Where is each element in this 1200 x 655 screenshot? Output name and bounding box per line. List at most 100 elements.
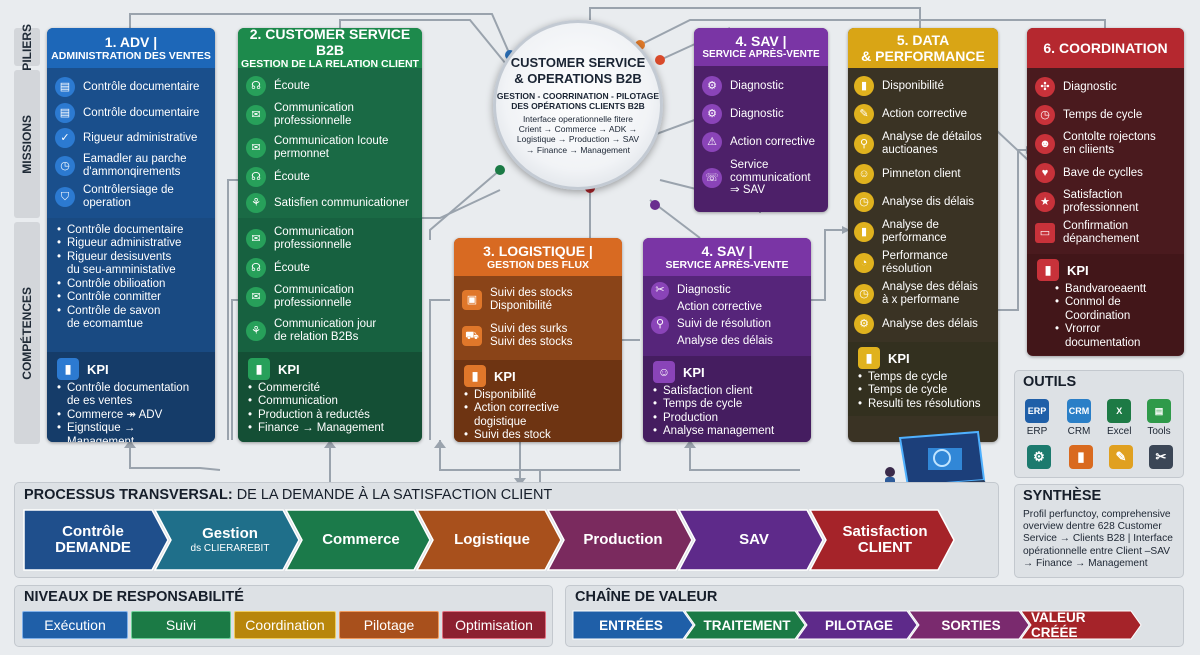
- process-step: SAV: [695, 510, 813, 570]
- excel-icon: X: [1107, 399, 1132, 423]
- items-section: ▮Disponibilité ✎Action corrective ⚲Analy…: [848, 68, 998, 342]
- phone-icon: ☏: [702, 168, 722, 188]
- clock-icon: ◷: [1035, 105, 1055, 125]
- competence-item: •Contrôle de savon de ecomamtue: [57, 304, 161, 331]
- coordination-item: ✣Diagnostic: [1035, 73, 1176, 101]
- mission-item: ☊Écoute: [246, 74, 414, 98]
- heart-icon: ♥: [1035, 163, 1055, 183]
- tool-extra[interactable]: ✂: [1149, 445, 1173, 469]
- kpi-section: ☺KPI •Satisfaction client •Temps de cycl…: [643, 356, 811, 442]
- kpi-item: •Commercité: [248, 382, 320, 394]
- data-item: ⚙Analyse des délais: [854, 310, 992, 338]
- column-sav: 4. SAV | SERVICE APRÈS-VENTE ✂Diagnostic…: [643, 238, 811, 442]
- gear-icon: ⚙: [1027, 445, 1051, 469]
- data-item: ☺Pimneton client: [854, 160, 992, 188]
- column-subtitle: SERVICE APRÈS-VENTE: [702, 49, 820, 61]
- process-step: Commerce: [302, 510, 420, 570]
- handshake-icon: ⚘: [246, 193, 266, 213]
- column-header: 3. LOGISTIQUE | GESTION DES FLUX: [454, 238, 622, 276]
- center-hub: CUSTOMER SERVICE & OPERATIONS B2B GESTIO…: [493, 20, 663, 190]
- value-chain-step: TRAITEMENT: [703, 617, 791, 633]
- headset-icon: ☊: [246, 258, 266, 278]
- process-title: PROCESSUS TRANSVERSAL: DE LA DEMANDE À L…: [24, 487, 553, 503]
- value-chain-shape: [572, 610, 694, 640]
- coordination-item: ♥Bave de cyclles: [1035, 159, 1176, 187]
- items-section: ▣Suivi des stocks Disponibilité ⛟Suivi d…: [454, 276, 622, 360]
- level-coordination: Coordination: [234, 611, 336, 639]
- kpi-item: •Action corrective dogistique: [464, 402, 560, 428]
- gear-icon: ⚙: [702, 104, 722, 124]
- search-icon: ⚲: [854, 134, 874, 154]
- star-icon: ★: [1035, 192, 1055, 212]
- kpi-item: •Temps de cycle: [858, 371, 948, 383]
- data-item: ◷Analyse dis délais: [854, 188, 992, 216]
- level-suivi: Suivi: [131, 611, 231, 639]
- side-label-missions: MISSIONS: [14, 70, 40, 218]
- column-subtitle: GESTION DE LA RELATION CLIENT: [241, 58, 419, 71]
- kpi-item: •Suivi des stock: [464, 429, 551, 442]
- hub-subtitle: GESTION - COORRINATION - PILOTAGE DES OP…: [496, 91, 660, 112]
- competences-section: •Contrôle documentaire •Rigueur administ…: [47, 218, 215, 352]
- chaine-title: CHAÎNE DE VALEUR: [575, 589, 718, 605]
- handshake-icon: ⚘: [246, 321, 266, 341]
- mission-item: ✉Communication Icoute permonnet: [246, 132, 414, 164]
- chat-icon: ✉: [246, 138, 266, 158]
- competence-item: •Contrôle obilioation: [57, 277, 166, 290]
- process-step-label: Contrôle DEMANDE: [55, 522, 131, 556]
- user-icon: ☺: [854, 164, 874, 184]
- tool-tools[interactable]: ▤Tools: [1147, 399, 1171, 437]
- competence-item: •Rigueur administrative: [57, 237, 182, 250]
- tool-extra[interactable]: ✎: [1109, 445, 1133, 469]
- data-item: ◔Performance résolution: [854, 248, 992, 278]
- sav-item: ☏Service communicationt ⇒ SAV: [702, 156, 820, 200]
- mission-item: ⚘Satisfien communicationer: [246, 190, 414, 216]
- kpi-item: •Temps de cycle: [858, 384, 948, 397]
- kpi-section: ▮KPI •Contrôle documentation de es vente…: [47, 352, 215, 442]
- tool-extra[interactable]: ⚙: [1027, 445, 1051, 469]
- competence-item: •Contrôle conmitter: [57, 291, 161, 304]
- column-logistique: 3. LOGISTIQUE | GESTION DES FLUX ▣Suivi …: [454, 238, 622, 442]
- check-doc-icon: ✓: [55, 128, 75, 148]
- data-item: ✎Action corrective: [854, 100, 992, 128]
- tools-icon: ✂: [651, 281, 669, 300]
- process-step-shape: [284, 509, 431, 571]
- chart-icon: ▮: [248, 358, 270, 380]
- mission-item: ✉Communication professionnelle: [246, 98, 414, 132]
- level-execution: Exécution: [22, 611, 128, 639]
- chart-icon: ▮: [464, 365, 486, 387]
- process-step: Satisfaction CLIENT: [826, 510, 944, 570]
- column-sav-top: 4. SAV | SERVICE APRÈS-VENTE ⚙Diagnostic…: [694, 28, 828, 212]
- items-section: ✣Diagnostic ◷Temps de cycle ☻Contolte ro…: [1027, 68, 1184, 254]
- kpi-section: ▮KPI •Bandvaroeaentt •Conmol de Coordina…: [1027, 254, 1184, 356]
- competence-item: ⚘Communication jour de relation B2Bs: [246, 314, 414, 348]
- kpi-item: •Eignstique → Management: [57, 422, 136, 442]
- doc-icon: ▤: [55, 77, 75, 97]
- column-subtitle: ADMINISTRATION DES VENTES: [51, 50, 211, 63]
- column-header: 5. DATA & PERFORMANCE: [848, 28, 998, 68]
- column-subtitle: & PERFORMANCE: [861, 48, 985, 64]
- niveaux-title: NIVEAUX DE RESPONSABILITÉ: [24, 589, 244, 605]
- process-step-shape: [23, 509, 169, 571]
- chart-icon: ▮: [858, 347, 880, 369]
- level-optimisation: Optimisation: [442, 611, 546, 639]
- screen-icon: ▭: [1035, 223, 1055, 243]
- tool-extra[interactable]: ▮: [1069, 445, 1093, 469]
- value-chain-step: SORTIES: [941, 617, 1001, 633]
- competences-section: ✉Communication professionnelle ☊Écoute ✉…: [238, 218, 422, 352]
- gear-icon: ⚙: [702, 76, 722, 96]
- kpi-item: •Resulti tes résolutions: [858, 397, 981, 410]
- synthese-title: SYNTHÈSE: [1023, 488, 1102, 504]
- column-title: 5. DATA: [896, 31, 950, 48]
- items-section: ⚙Diagnostic ⚙Diagnostic ⚠Action correcti…: [694, 66, 828, 206]
- outils-title: OUTILS: [1023, 374, 1077, 390]
- coordination-item: ☻Contolte rojectons en cliients: [1035, 129, 1176, 159]
- kpi-item: •Disponibilité: [464, 389, 537, 401]
- kpi-title: ▮KPI: [248, 358, 412, 380]
- column-title: 1. ADV |: [104, 33, 158, 50]
- gauge-icon: ◔: [854, 253, 874, 273]
- kpi-title: ☺KPI: [653, 361, 801, 383]
